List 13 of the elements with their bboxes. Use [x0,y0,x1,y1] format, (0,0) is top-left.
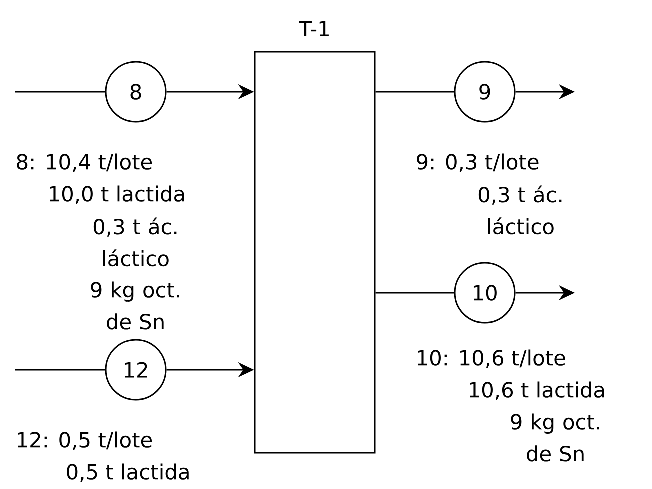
stream-data: 12: 0,5 t/lote [18,432,152,450]
stream-data: 0,3 t ác. láctico [478,186,562,235]
stream-data: 0,3 t ác. láctico [94,218,177,267]
stream-data: 10,0 t lactida [50,186,184,204]
stream-data: 9 kg oct. de Sn [91,282,180,330]
stream-data: 9 kg oct. de Sn [511,414,600,462]
node-label: T-1 [299,21,329,36]
stream-data: 9: 0,3 t/lote [417,154,539,172]
stream-data: 10,6 t lactida [470,382,604,400]
stream-data: 8: 10,4 t/lote [17,154,152,172]
tank-box: T-1 [254,21,376,454]
stream-data: 10: 10,6 t/lote [418,350,566,368]
stream-data: 0,5 t lactida [67,464,189,482]
